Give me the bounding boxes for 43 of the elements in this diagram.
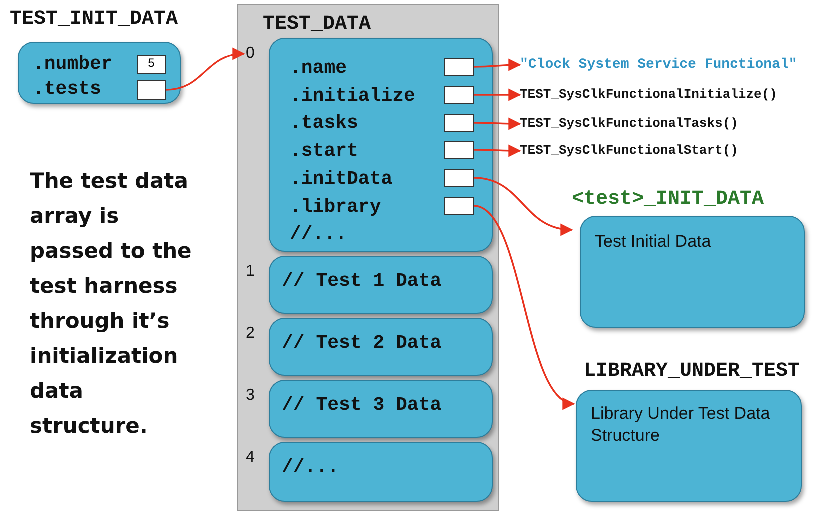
field-name: .tests: [33, 78, 102, 100]
field-name: .tasks: [290, 112, 358, 134]
struct-heading: TEST_INIT_DATA: [10, 8, 178, 32]
array-index: 2: [246, 325, 255, 343]
array-index: 3: [246, 387, 255, 405]
description-text: Test Initial Data: [595, 231, 712, 253]
description-text: Library Under Test Data Structure: [591, 403, 772, 447]
array-index: 0: [246, 45, 255, 63]
field-name: .name: [290, 57, 348, 79]
array-panel: [237, 4, 499, 511]
pointer-field: [444, 197, 474, 215]
arrow: [474, 58, 522, 72]
note-text: The test data array is passed to the test harness through it’s initialization data structure.: [30, 168, 193, 440]
field-name: // Test 1 Data: [282, 270, 442, 292]
pointer-field: [444, 169, 474, 187]
pointer-field: [444, 141, 474, 159]
arrow: [474, 118, 522, 130]
struct-heading: LIBRARY_UNDER_TEST: [584, 360, 800, 384]
pointer-field: [444, 58, 474, 76]
pointer-field: [444, 86, 474, 104]
struct-heading: <test>_INIT_DATA: [572, 188, 764, 212]
array-heading: TEST_DATA: [263, 13, 372, 37]
field-name: .initData: [290, 168, 393, 190]
field-name: .start: [290, 140, 358, 162]
field-name: //...: [282, 456, 340, 478]
function-reference: TEST_SysClkFunctionalInitialize(): [520, 87, 778, 103]
function-reference: TEST_SysClkFunctionalStart(): [520, 143, 738, 159]
array-index: 1: [246, 263, 255, 281]
function-reference: TEST_SysClkFunctionalTasks(): [520, 116, 738, 132]
pointer-field: [444, 114, 474, 132]
function-reference: "Clock System Service Functional": [520, 57, 798, 73]
arrow: [166, 48, 246, 91]
value-field: 5: [137, 55, 166, 74]
field-name: //...: [290, 223, 348, 246]
arrow: [474, 88, 522, 102]
pointer-field: [137, 80, 166, 100]
field-name: .initialize: [290, 84, 416, 107]
field-name: // Test 2 Data: [282, 332, 442, 354]
array-index: 4: [246, 449, 255, 467]
field-name: // Test 3 Data: [282, 394, 442, 416]
field-name: .library: [290, 196, 382, 218]
field-name: .number: [33, 53, 113, 75]
arrow: [474, 144, 522, 158]
